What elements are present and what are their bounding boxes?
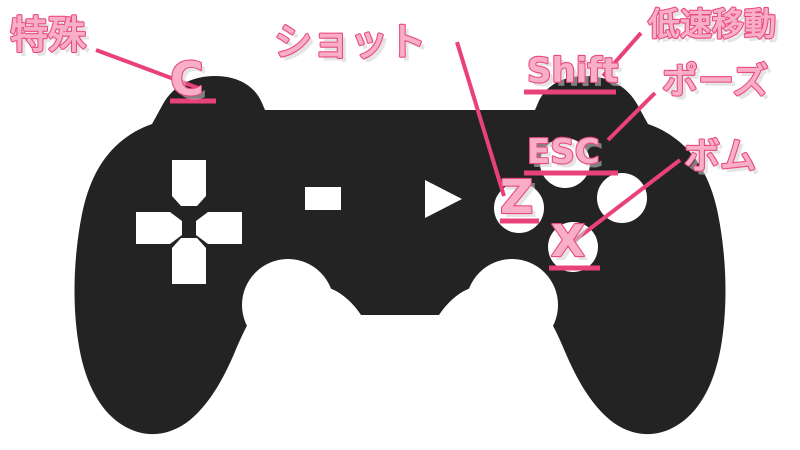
key-c-shadow: C — [174, 56, 208, 110]
label-shot: ショット — [274, 20, 426, 64]
start-button[interactable] — [425, 180, 462, 218]
annotation-slow-move: 低速移動 低速移動 Shift Shift — [526, 4, 780, 95]
dpad-right[interactable] — [196, 212, 242, 244]
dpad-down[interactable] — [172, 238, 206, 284]
dpad-left[interactable] — [136, 212, 182, 244]
annotation-bomb: ボム ボム X X — [550, 135, 760, 271]
annotation-special: 特殊 特殊 C C — [9, 12, 208, 110]
key-underlines — [170, 89, 618, 271]
face-button-right[interactable] — [597, 173, 647, 223]
label-slow-move: 低速移動 — [648, 5, 776, 43]
dpad-up[interactable] — [172, 160, 206, 206]
label-shot-shadow: ショット — [278, 24, 430, 68]
leader-line-pause — [606, 91, 657, 142]
key-x-shadow: X — [555, 220, 589, 271]
leader-line-special — [95, 48, 199, 90]
label-pause: ポーズ — [662, 60, 768, 102]
label-special: 特殊 — [10, 13, 87, 57]
label-slow-move-shadow: 低速移動 — [652, 9, 780, 47]
key-c[interactable]: C — [169, 51, 205, 107]
key-shift[interactable]: Shift — [526, 50, 620, 92]
left-analog-stick[interactable] — [242, 259, 334, 351]
label-special-shadow: 特殊 — [14, 17, 91, 61]
label-pause-shadow: ポーズ — [666, 64, 772, 106]
key-x[interactable]: X — [550, 215, 586, 268]
key-z-shadow: Z — [504, 174, 537, 228]
label-bomb: ボム — [684, 136, 756, 177]
leader-line-slow-move — [601, 31, 643, 78]
key-esc-shadow: ESC — [531, 136, 604, 176]
key-z[interactable]: Z — [499, 169, 535, 225]
annotation-shot: ショット ショット Z Z — [273, 19, 537, 228]
right-analog-stick[interactable] — [466, 259, 558, 351]
leader-line-bomb — [564, 158, 682, 249]
gamepad-top-notch — [268, 100, 532, 110]
leader-line-shot — [455, 41, 506, 197]
leader-lines — [95, 31, 682, 249]
directional-pad[interactable] — [136, 160, 242, 284]
select-button[interactable] — [305, 187, 341, 210]
annotation-pause: ポーズ ポーズ ESC ESC — [526, 59, 772, 176]
key-esc[interactable]: ESC — [526, 131, 601, 173]
key-shift-shadow: Shift — [531, 55, 622, 95]
label-bomb-shadow: ボム — [688, 140, 760, 181]
